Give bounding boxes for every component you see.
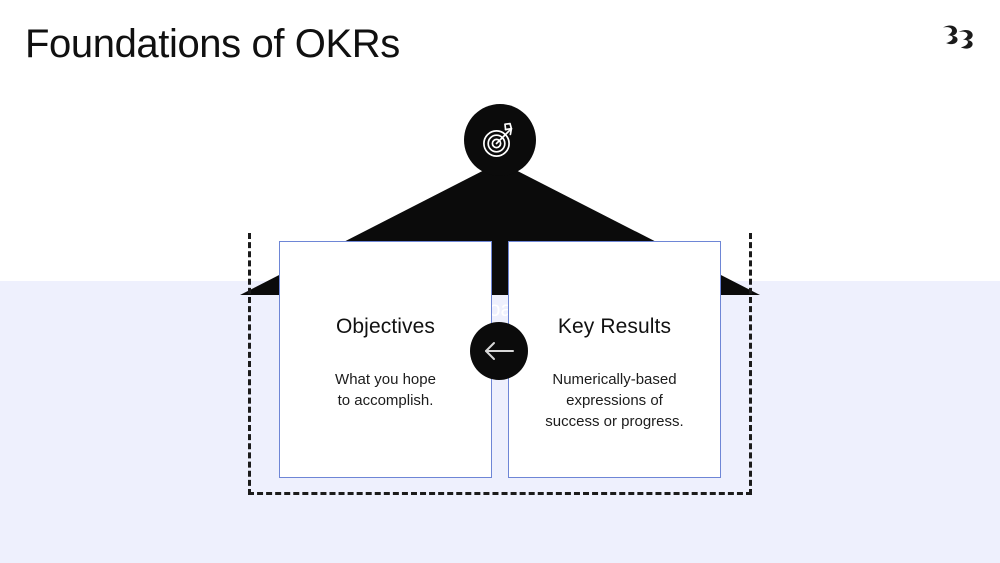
card-key-results[interactable]: Key Results Numerically-based expression… [508,241,721,478]
target-bullseye-badge [464,104,536,176]
page-title: Foundations of OKRs [25,22,400,66]
card-objectives-body: What you hope to accomplish. [335,371,436,409]
card-objectives[interactable]: Objectives What you hope to accomplish. [279,241,492,478]
arrow-left-icon [485,342,514,360]
double-chevron-r-logo [940,21,974,53]
card-objectives-title: Objectives [335,315,436,338]
house-walls-dashed-outline [248,233,752,495]
okr-cards-row: Objectives What you hope to accomplish. … [279,241,721,478]
okr-house-diagram: Goals Objectives What you hope to accomp [240,100,760,504]
connector-arrow-badge [470,322,528,380]
card-key-results-body: Numerically-based expressions of success… [545,371,684,430]
card-key-results-title: Key Results [557,315,672,338]
target-bullseye-icon [483,122,513,157]
